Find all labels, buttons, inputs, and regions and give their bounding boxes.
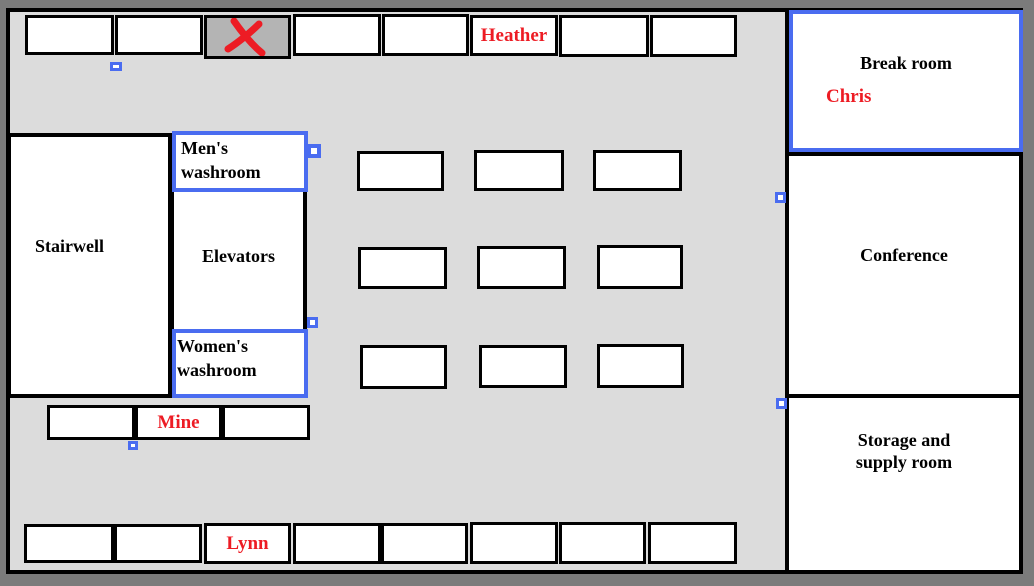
desk bbox=[382, 14, 469, 56]
room-stairwell bbox=[7, 133, 172, 398]
desk bbox=[559, 522, 646, 564]
desk bbox=[593, 150, 682, 191]
desk bbox=[360, 345, 447, 389]
desk bbox=[477, 246, 566, 289]
conference-label: Conference bbox=[860, 245, 948, 265]
desk-occupant-name: Lynn bbox=[226, 532, 269, 554]
storage-label: Storage and supply room bbox=[855, 430, 953, 472]
room-conference bbox=[785, 152, 1023, 398]
desk-occupant-name: Heather bbox=[480, 24, 548, 46]
desk-mine: Mine bbox=[135, 405, 222, 440]
break-room-label: Break room bbox=[860, 53, 952, 73]
desk bbox=[597, 245, 683, 289]
desk bbox=[115, 15, 203, 55]
desk bbox=[597, 344, 684, 388]
desk bbox=[47, 405, 135, 440]
desk bbox=[293, 14, 381, 56]
break-room-occupant: Chris bbox=[826, 86, 872, 107]
desk-heather: Heather bbox=[470, 15, 558, 56]
room-storage bbox=[785, 394, 1023, 574]
selection-handle[interactable] bbox=[110, 62, 122, 71]
room-mens-washroom-selection[interactable] bbox=[172, 131, 308, 192]
desk bbox=[559, 15, 649, 57]
stairwell-label: Stairwell bbox=[35, 236, 104, 256]
selection-handle[interactable] bbox=[776, 398, 787, 409]
desk-lynn: Lynn bbox=[204, 523, 291, 564]
desk-occupant-name: Mine bbox=[157, 411, 200, 433]
selection-handle[interactable] bbox=[307, 317, 318, 328]
mens-washroom-label: Men's washroom bbox=[181, 138, 261, 182]
desk bbox=[648, 522, 737, 564]
selection-handle[interactable] bbox=[775, 192, 786, 203]
desk bbox=[293, 523, 381, 564]
desk-crossed-out bbox=[204, 15, 291, 59]
desk bbox=[474, 150, 564, 191]
desk bbox=[381, 523, 468, 564]
room-womens-washroom-selection[interactable] bbox=[172, 329, 308, 398]
room-break-selection[interactable] bbox=[789, 10, 1023, 152]
desk bbox=[470, 522, 558, 564]
selection-handle[interactable] bbox=[128, 441, 138, 450]
desk bbox=[222, 405, 310, 440]
desk bbox=[114, 524, 202, 563]
desk bbox=[358, 247, 447, 289]
desk bbox=[479, 345, 567, 388]
desk bbox=[357, 151, 444, 191]
elevators-label: Elevators bbox=[202, 246, 275, 266]
desk bbox=[24, 524, 114, 563]
womens-washroom-label: Women's washroom bbox=[177, 336, 257, 380]
selection-handle[interactable] bbox=[307, 144, 321, 158]
x-mark-icon bbox=[224, 18, 266, 56]
desk bbox=[650, 15, 737, 57]
desk bbox=[25, 15, 114, 55]
